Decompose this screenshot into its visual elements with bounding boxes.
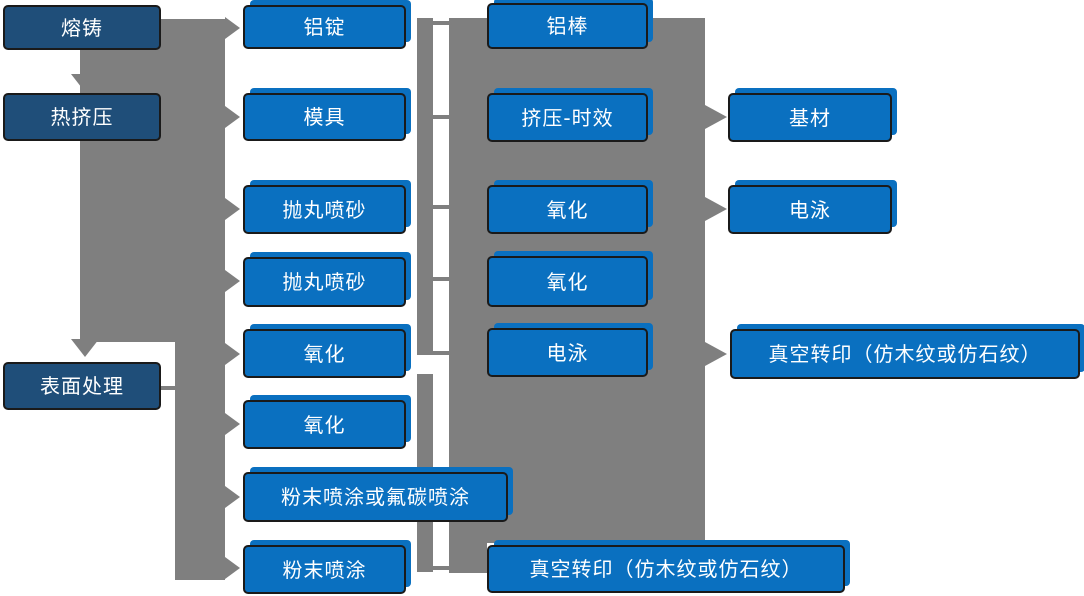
- node-oxidation-4: 氧化: [487, 256, 648, 307]
- node-oxidation-2: 氧化: [243, 400, 406, 449]
- arrow-to-aluminum-ingot: [225, 17, 240, 39]
- node-surface-treatment: 表面处理: [3, 362, 161, 410]
- node-aluminum-ingot: 铝锭: [243, 5, 406, 49]
- node-shot-blasting-2: 抛丸喷砂: [243, 257, 406, 307]
- arrow-to-oxidation-2: [225, 413, 240, 435]
- arrow-to-electrophoresis-out: [705, 197, 727, 221]
- connector-collector-bar-upper: [417, 18, 433, 355]
- arrow-to-powder-fluorocarbon: [225, 486, 240, 508]
- link-powder-coating: [433, 566, 449, 570]
- node-vacuum-transfer-print-right: 真空转印（仿木纹或仿石纹）: [730, 329, 1080, 379]
- node-aluminum-rod: 铝棒: [487, 3, 648, 49]
- node-hot-extrusion: 热挤压: [3, 93, 161, 141]
- connector-main-block-notch: [449, 543, 487, 573]
- arrow-to-mold: [225, 106, 240, 128]
- link-mold: [433, 115, 449, 119]
- connector-left-band-narrow: [175, 342, 225, 580]
- arrow-to-base-material: [705, 105, 727, 129]
- node-melting-casting: 熔铸: [3, 5, 161, 50]
- arrow-down-to-surface-treatment: [71, 339, 99, 357]
- connector-surface-treatment-stub: [161, 386, 175, 390]
- node-shot-blasting-1: 抛丸喷砂: [243, 185, 406, 234]
- arrow-down-to-hot-extrusion: [71, 74, 99, 92]
- link-shot-blasting-2: [433, 277, 449, 281]
- arrow-to-oxidation-1: [225, 343, 240, 365]
- link-shot-blasting-1: [433, 205, 449, 209]
- connector-left-band-wide: [80, 19, 225, 342]
- arrow-to-shot-blasting-1: [225, 198, 240, 220]
- node-base-material: 基材: [728, 93, 892, 142]
- node-vacuum-transfer-print-bottom: 真空转印（仿木纹或仿石纹）: [487, 545, 845, 593]
- arrow-to-shot-blasting-2: [225, 270, 240, 292]
- node-powder-coating: 粉末喷涂: [243, 545, 406, 594]
- link-oxidation-1: [433, 351, 449, 355]
- node-oxidation-3: 氧化: [487, 185, 648, 234]
- node-electrophoresis-1: 电泳: [487, 328, 648, 377]
- link-aluminum-ingot: [433, 21, 449, 25]
- node-mold: 模具: [243, 93, 406, 141]
- node-extrusion-aging: 挤压-时效: [487, 93, 648, 142]
- arrow-to-vacuum-transfer: [705, 342, 727, 366]
- node-electrophoresis-2: 电泳: [728, 185, 892, 234]
- arrow-to-powder-coating: [225, 557, 240, 579]
- node-oxidation-1: 氧化: [243, 329, 406, 378]
- node-powder-or-fluorocarbon-coating: 粉末喷涂或氟碳喷涂: [243, 472, 508, 522]
